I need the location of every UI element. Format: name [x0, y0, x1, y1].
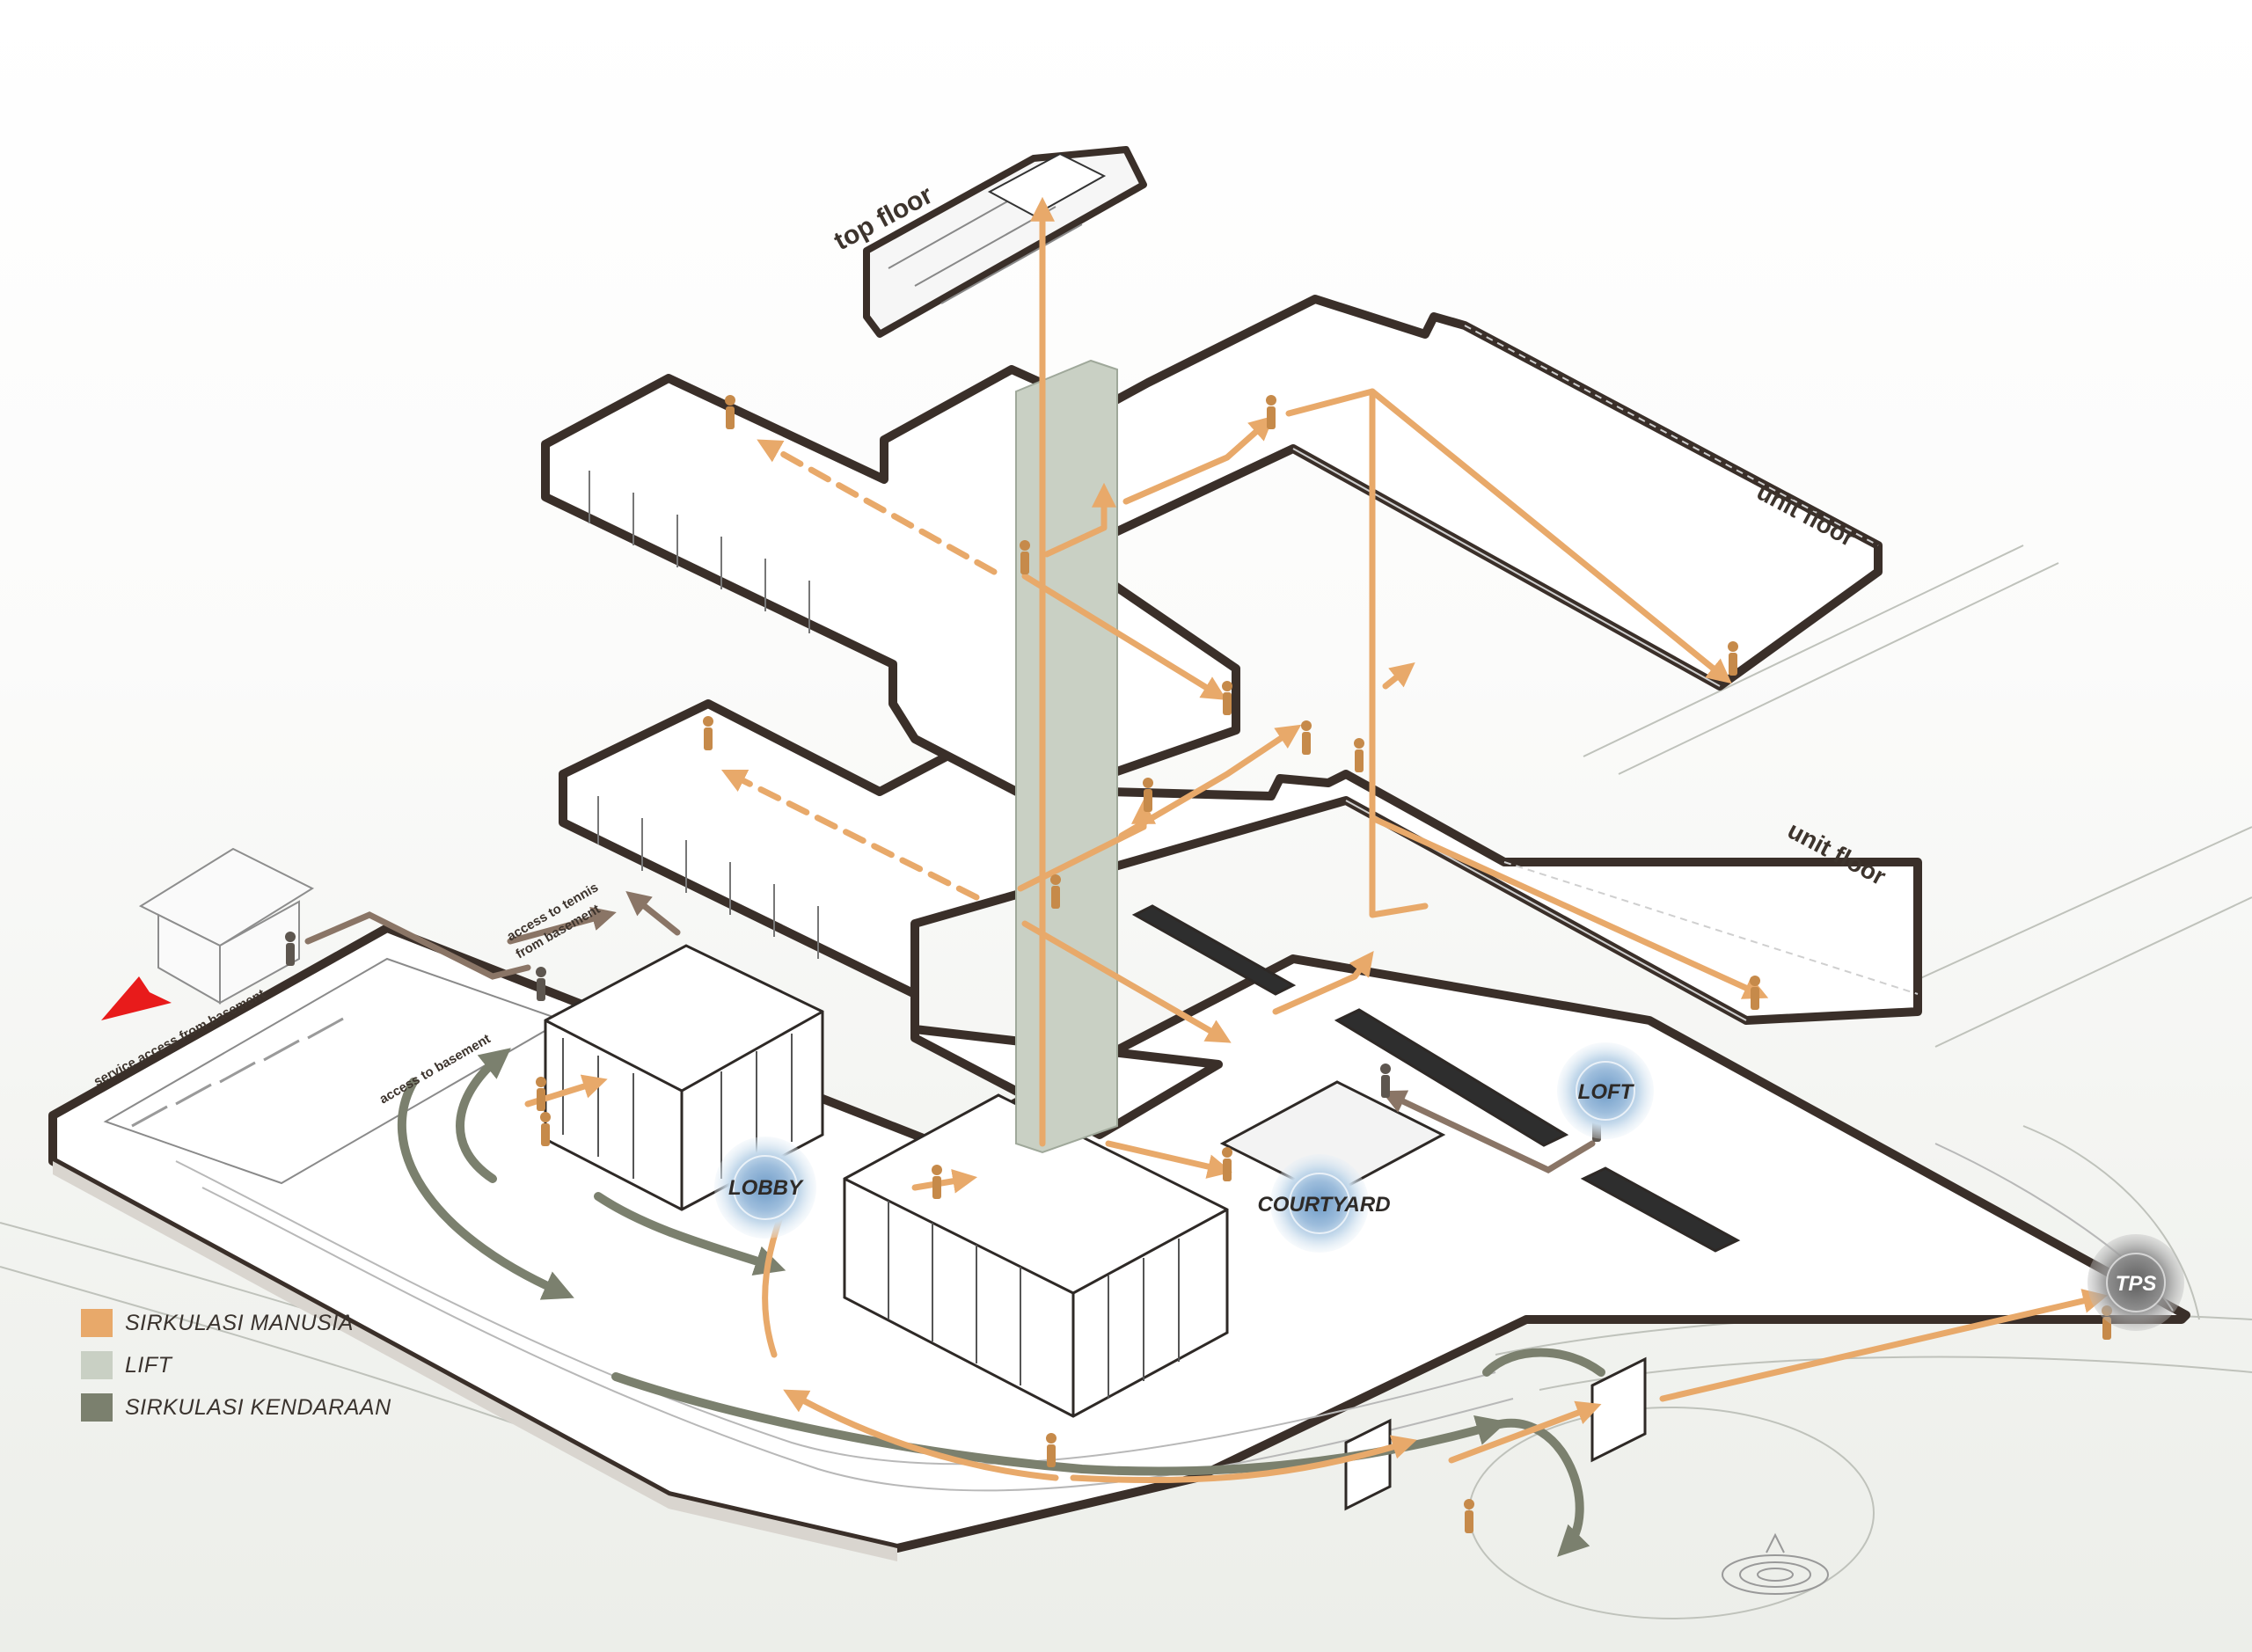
- courtyard-label: COURTYARD: [1257, 1193, 1390, 1217]
- tps-label: TPS: [2116, 1272, 2157, 1296]
- legend-item-lift: LIFT: [81, 1351, 391, 1379]
- legend-label-human: SIRKULASI MANUSIA: [125, 1310, 354, 1335]
- unit-floor-upper: [541, 295, 1883, 805]
- legend-item-vehicle: SIRKULASI KENDARAAN: [81, 1393, 391, 1422]
- guard-house: [138, 847, 315, 1005]
- top-floor-block: [863, 146, 1147, 338]
- legend-swatch-lift: [81, 1351, 113, 1379]
- poi-loft: LOFT: [1557, 1042, 1654, 1139]
- legend-label-lift: LIFT: [125, 1352, 172, 1378]
- fountain: [1722, 1532, 1829, 1595]
- ground-floor-buildings: [544, 904, 1741, 1511]
- poi-tps: TPS: [2087, 1234, 2184, 1331]
- loft-label: LOFT: [1578, 1080, 1635, 1104]
- legend-swatch-human: [81, 1309, 113, 1337]
- legend-item-human: SIRKULASI MANUSIA: [81, 1309, 391, 1337]
- red-direction-arrow: [101, 976, 172, 1020]
- lobby-label: LOBBY: [728, 1176, 804, 1200]
- poi-lobby: LOBBY: [714, 1137, 816, 1239]
- legend: SIRKULASI MANUSIA LIFT SIRKULASI KENDARA…: [81, 1309, 391, 1436]
- legend-swatch-vehicle: [81, 1393, 113, 1422]
- service-paths: [304, 891, 1596, 1173]
- legend-label-vehicle: SIRKULASI KENDARAAN: [125, 1394, 391, 1420]
- poi-courtyard: COURTYARD: [1257, 1154, 1391, 1253]
- people-figures: [536, 395, 2112, 1533]
- human-circulation: [524, 196, 2108, 1484]
- lift-shaft: [1015, 359, 1118, 1154]
